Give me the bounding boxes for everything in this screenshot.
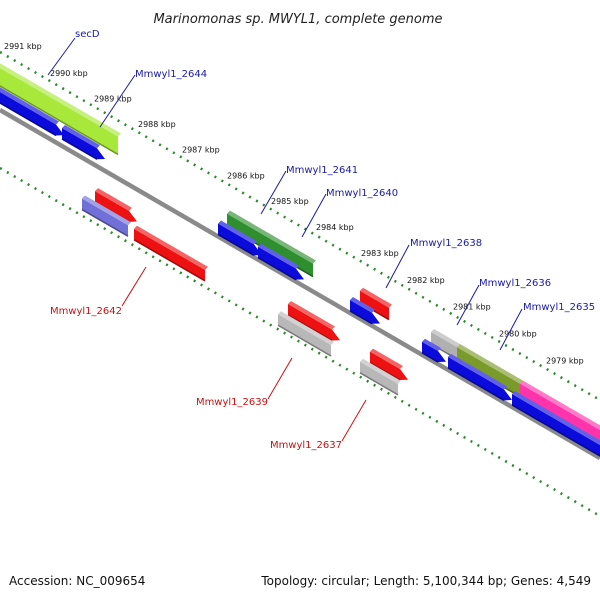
mmwyl1-2642-gene-block-b[interactable]: [81, 195, 131, 237]
gene-label-mmwyl1-2640[interactable]: Mmwyl1_2640: [326, 188, 398, 199]
mmwyl1-2635-cds-arrow[interactable]: [447, 353, 512, 401]
ruler-track-upper: [0, 50, 600, 402]
ruler-ticks: 2991 kbp 2990 kbp 2989 kbp 2988 kbp 2987 kbp…: [4, 42, 584, 365]
gene-label-mmwyl1-2638[interactable]: Mmwyl1_2638: [410, 238, 482, 249]
gene-label-mmwyl1-2639[interactable]: Mmwyl1_2639: [196, 397, 268, 408]
ruler-tick-label: 2987 kbp: [182, 145, 220, 154]
mmwyl1-2640-leader: [301, 193, 327, 238]
accession-text: Accession: NC_009654: [9, 574, 146, 588]
mmwyl1-2639-gene-block-b[interactable]: [277, 311, 334, 357]
mmwyl1-2636-cds-arrow[interactable]: [421, 338, 446, 363]
ruler-tick-label: 2988 kbp: [138, 120, 176, 129]
gene-label-mmwyl1-2642[interactable]: Mmwyl1_2642: [50, 306, 122, 317]
gene-label-mmwyl1-2641[interactable]: Mmwyl1_2641: [286, 165, 358, 176]
mmwyl1-2637-leader: [341, 399, 367, 442]
genome-summary-text: Topology: circular; Length: 5,100,344 bp…: [261, 574, 591, 588]
map-title: Marinomonas sp. MWYL1, complete genome: [153, 12, 442, 27]
mmwyl1-2634-cds-arrow[interactable]: [511, 390, 600, 462]
mmwyl1-2637-gene-block-a[interactable]: [369, 348, 408, 381]
gene-features: [0, 59, 600, 462]
genome-backbone: [0, 108, 600, 460]
ruler-tick-label: 2985 kbp: [271, 197, 309, 206]
ruler-tick-label: 2983 kbp: [361, 249, 399, 258]
mmwyl1-2636-leader: [456, 284, 480, 326]
ruler-tick-label: 2980 kbp: [499, 329, 537, 338]
gene-label-mmwyl1-2637[interactable]: Mmwyl1_2637: [270, 440, 342, 451]
ruler-tick-label: 2990 kbp: [50, 69, 88, 78]
mmwyl1-2642-gene-block-c[interactable]: [133, 225, 208, 282]
ruler-tick-label: 2982 kbp: [407, 276, 445, 285]
mmwyl1-2644-leader: [99, 74, 136, 128]
gene-label-mmwyl1-2635[interactable]: Mmwyl1_2635: [523, 302, 595, 313]
ruler-tick-label: 2984 kbp: [316, 223, 354, 232]
mmwyl1-2642-leader: [121, 266, 147, 307]
mmwyl1-2639-gene-block-a[interactable]: [287, 301, 340, 342]
mmwyl1-2638-leader: [385, 244, 410, 289]
mmwyl1-2637-gene-block-b[interactable]: [359, 358, 401, 396]
secD-cds-arrow[interactable]: [0, 86, 64, 137]
ruler-tick-label: 2986 kbp: [227, 172, 265, 181]
ruler-tick-label: 2979 kbp: [546, 357, 584, 366]
mmwyl1-2640-cds-arrow[interactable]: [257, 243, 304, 281]
mmwyl1-2635-leader: [499, 308, 523, 351]
mmwyl1-2641-leader: [260, 170, 287, 215]
mmwyl1-2639-leader: [267, 357, 293, 400]
ruler-tick-label: 2991 kbp: [4, 42, 42, 51]
secD-leader: [47, 37, 76, 76]
gene-label-secD[interactable]: secD: [75, 29, 100, 40]
gene-label-mmwyl1-2636[interactable]: Mmwyl1_2636: [479, 278, 551, 289]
ruler-tick-label: 2989 kbp: [94, 94, 132, 103]
mmwyl1-2644-cds-arrow[interactable]: [61, 124, 105, 160]
ruler-tick-label: 2981 kbp: [453, 303, 491, 312]
secD-gene-block[interactable]: [0, 59, 121, 156]
gene-label-mmwyl1-2644[interactable]: Mmwyl1_2644: [135, 69, 207, 80]
mmwyl1-2638-cds-arrow[interactable]: [349, 297, 380, 325]
ruler-track-lower: [0, 166, 600, 518]
mmwyl1-2641-cds-arrow[interactable]: [217, 220, 262, 256]
